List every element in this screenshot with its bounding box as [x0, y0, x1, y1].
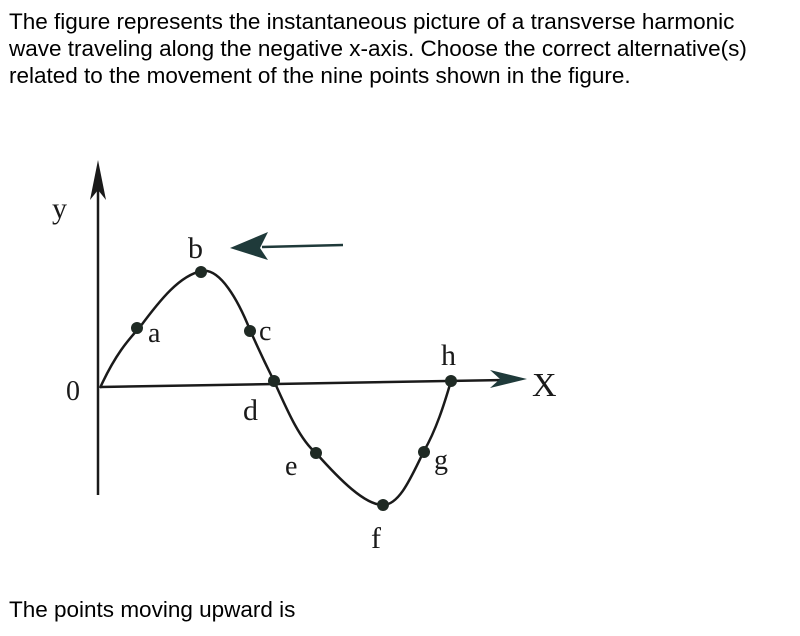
y-axis-arrow-icon — [90, 160, 106, 200]
point-e-label: e — [285, 451, 297, 482]
wave-direction-arrow-icon — [230, 232, 344, 260]
question-text: The figure represents the instantaneous … — [9, 9, 747, 88]
sub-question-text: The points moving upward is — [9, 597, 296, 622]
point-d-label: d — [243, 394, 258, 427]
point-c-icon — [244, 325, 256, 337]
wave-curve — [98, 269, 453, 507]
point-b-label: b — [188, 232, 203, 265]
origin-label: 0 — [66, 376, 80, 407]
point-b-icon — [195, 266, 207, 278]
point-g-label: g — [434, 445, 448, 476]
point-a-icon — [131, 322, 143, 334]
point-e-icon — [310, 447, 322, 459]
point-d-icon — [268, 375, 280, 387]
x-axis — [99, 370, 527, 389]
point-f-icon — [377, 499, 389, 511]
x-axis-label: X — [532, 367, 557, 404]
x-axis-arrow-icon — [490, 370, 527, 388]
point-a-label: a — [148, 318, 161, 349]
y-axis — [90, 160, 106, 495]
point-g-icon — [418, 446, 430, 458]
point-h-label: h — [441, 339, 456, 372]
point-h-icon — [445, 375, 457, 387]
y-axis-label: y — [52, 192, 67, 225]
point-f-label: f — [371, 522, 381, 555]
point-c-label: c — [259, 316, 271, 347]
wave-points — [131, 266, 457, 511]
